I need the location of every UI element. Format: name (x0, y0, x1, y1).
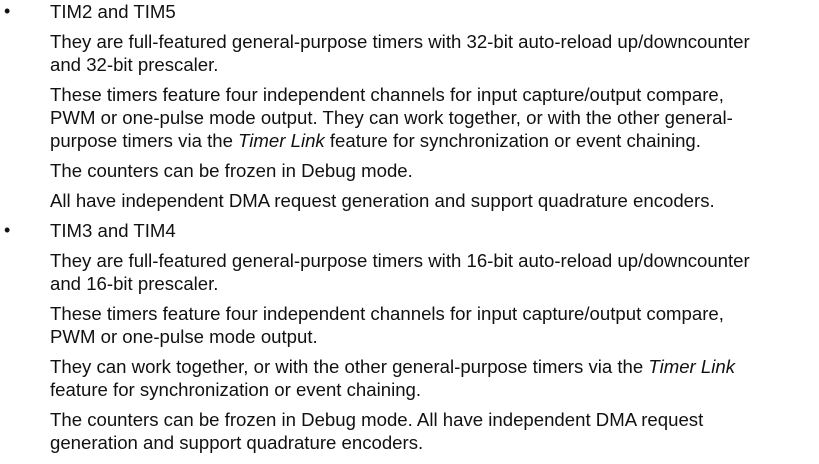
paragraph-dma: All have independent DMA request generat… (50, 189, 810, 212)
text-segment: They can work together, or with the othe… (50, 356, 649, 377)
text-line: These timers feature four independent ch… (50, 303, 724, 324)
paragraph-features: They are full-featured general-purpose t… (50, 30, 810, 76)
text-line: They are full-featured general-purpose t… (50, 31, 750, 52)
document-page: TIM2 and TIM5 They are full-featured gen… (0, 0, 819, 454)
paragraph-channels: These timers feature four independent ch… (50, 83, 810, 152)
text-line: These timers feature four independent ch… (50, 84, 724, 105)
text-line: and 16-bit prescaler. (50, 273, 219, 294)
text-line: They are full-featured general-purpose t… (50, 250, 750, 271)
paragraph-channels: These timers feature four independent ch… (50, 302, 810, 348)
bullet-item-tim3-tim4: TIM3 and TIM4 They are full-featured gen… (0, 219, 819, 454)
text-line: purpose timers via the Timer Link featur… (50, 129, 810, 152)
timer-link-term: Timer Link (238, 130, 325, 151)
paragraph-debug-dma: The counters can be frozen in Debug mode… (50, 408, 810, 454)
bullet-item-title: TIM3 and TIM4 (50, 220, 176, 241)
text-line: PWM or one-pulse mode output. (50, 326, 318, 347)
bullet-icon (4, 0, 16, 23)
text-line: generation and support quadrature encode… (50, 432, 424, 453)
paragraph-debug: The counters can be frozen in Debug mode… (50, 159, 810, 182)
paragraph-features: They are full-featured general-purpose t… (50, 249, 810, 295)
paragraph-timer-link: They can work together, or with the othe… (50, 355, 810, 401)
timer-link-term: Timer Link (648, 356, 736, 377)
bullet-icon (4, 219, 16, 242)
text-line: PWM or one-pulse mode output. They can w… (50, 107, 733, 128)
text-line: All have independent DMA request generat… (50, 190, 715, 211)
text-line: They can work together, or with the othe… (50, 355, 810, 378)
text-line: feature for synchronization or event cha… (50, 379, 422, 400)
text-segment: feature for synchronization or event cha… (324, 130, 701, 151)
text-line: The counters can be frozen in Debug mode… (50, 409, 704, 430)
text-line: and 32-bit prescaler. (50, 54, 219, 75)
bullet-item-tim2-tim5: TIM2 and TIM5 They are full-featured gen… (0, 0, 819, 212)
bullet-item-title: TIM2 and TIM5 (50, 1, 176, 22)
text-line: The counters can be frozen in Debug mode… (50, 160, 413, 181)
text-segment: purpose timers via the (50, 130, 239, 151)
